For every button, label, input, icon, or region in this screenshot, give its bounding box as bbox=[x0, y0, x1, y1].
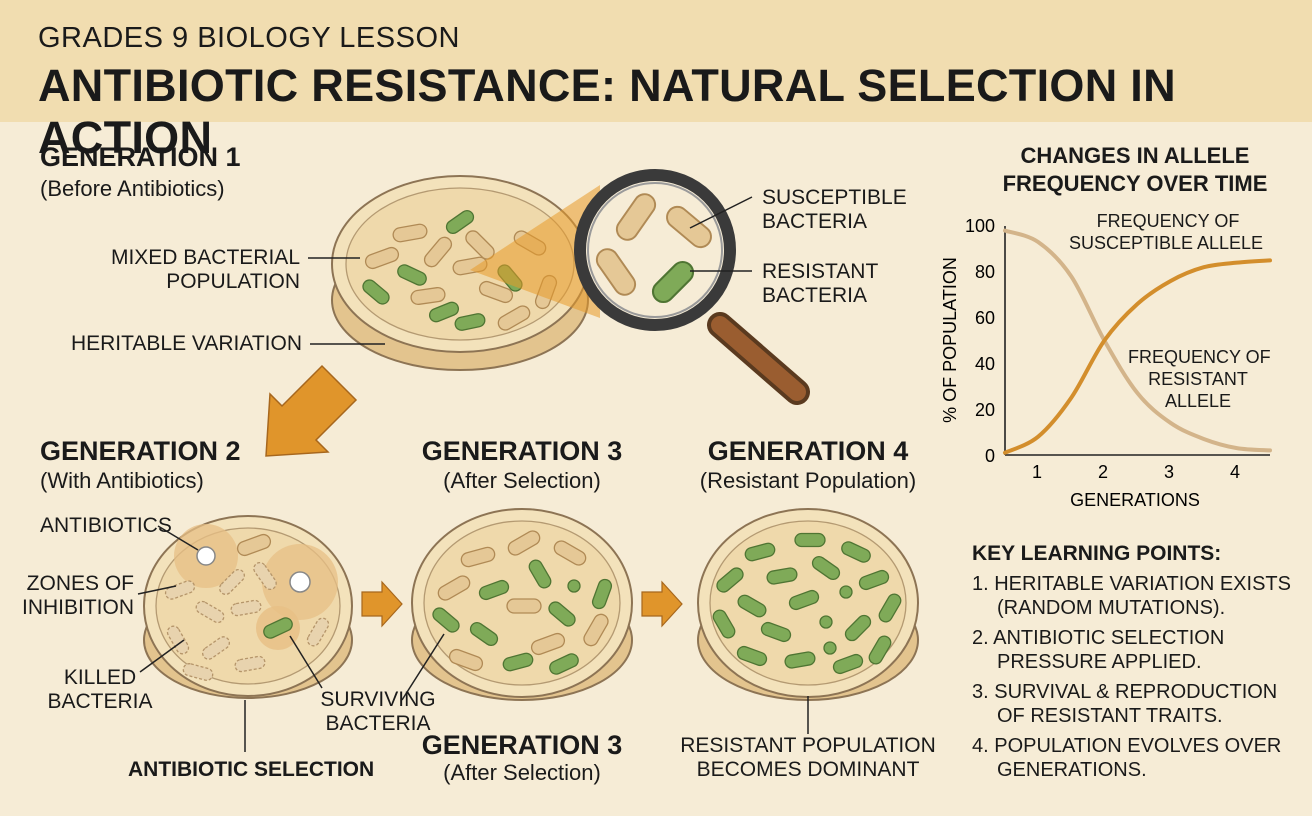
petri-dish-generation-4 bbox=[697, 508, 919, 701]
y-tick-label: 0 bbox=[985, 446, 995, 466]
key-point-4-line-1: 4. POPULATION EVOLVES OVER bbox=[972, 735, 1282, 757]
dominant-label-2: BECOMES DOMINANT bbox=[696, 758, 920, 781]
petri-dish-generation-2 bbox=[143, 515, 353, 699]
generation-3-subtitle: (After Selection) bbox=[443, 468, 601, 493]
antibiotic-disc-icon bbox=[289, 571, 311, 593]
generation-4-subtitle: (Resistant Population) bbox=[699, 468, 917, 493]
chart-title-line-1: CHANGES IN ALLELE bbox=[1020, 143, 1250, 168]
y-tick-label: 20 bbox=[975, 400, 995, 420]
generation-3-title-bottom: GENERATION 3 bbox=[421, 730, 623, 760]
arrow-icon bbox=[641, 580, 683, 628]
mixed-population-label-1: MIXED BACTERIAL bbox=[110, 246, 300, 269]
arrow-icon bbox=[265, 364, 358, 457]
key-point-2-line-1: 2. ANTIBIOTIC SELECTION bbox=[972, 627, 1225, 649]
surviving-bacteria-label-2: BACTERIA bbox=[325, 712, 431, 735]
mixed-population-label-2: POPULATION bbox=[166, 270, 300, 293]
killed-bacteria-label-1: KILLED bbox=[63, 666, 137, 689]
header-banner bbox=[0, 0, 1312, 122]
x-tick-label: 3 bbox=[1164, 462, 1174, 482]
killed-bacteria-label-2: BACTERIA bbox=[47, 690, 153, 713]
key-point-4-line-2: GENERATIONS. bbox=[997, 759, 1147, 781]
generation-3-subtitle-bottom: (After Selection) bbox=[443, 760, 601, 785]
page-title: ANTIBIOTIC RESISTANCE: NATURAL SELECTION… bbox=[38, 60, 1176, 163]
generation-3-title: GENERATION 3 bbox=[421, 436, 623, 466]
resistant-allele-line bbox=[1003, 258, 1272, 455]
y-tick-label: 60 bbox=[975, 308, 995, 328]
allele-frequency-chart: 0 20 40 60 80 100 1 2 3 4 GENERATIONS % … bbox=[940, 216, 1272, 510]
resistant-series-label-1: FREQUENCY OF bbox=[1128, 347, 1271, 367]
x-axis-label: GENERATIONS bbox=[1070, 490, 1200, 510]
y-axis-label: % OF POPULATION bbox=[940, 257, 960, 423]
magnifier-icon bbox=[470, 169, 810, 405]
antibiotic-disc-icon bbox=[196, 546, 216, 566]
key-point-1-line-1: 1. HERITABLE VARIATION EXISTS bbox=[972, 573, 1291, 595]
susceptible-series-label-2: SUSCEPTIBLE ALLELE bbox=[1068, 233, 1264, 253]
petri-dish-generation-3 bbox=[411, 508, 633, 701]
key-point-3-line-1: 3. SURVIVAL & REPRODUCTION bbox=[972, 681, 1278, 703]
lesson-subtitle: GRADES 9 BIOLOGY LESSON bbox=[38, 22, 460, 54]
y-tick-label: 80 bbox=[975, 262, 995, 282]
resistant-bacteria-label-1: RESISTANT bbox=[762, 260, 879, 283]
resistant-series-label-2: RESISTANT bbox=[1148, 369, 1248, 389]
zones-label-1: ZONES OF bbox=[26, 572, 134, 595]
susceptible-series-label-1: FREQUENCY OF bbox=[1096, 211, 1240, 231]
key-point-1-line-2: (RANDOM MUTATIONS). bbox=[997, 597, 1226, 619]
generation-4-title: GENERATION 4 bbox=[707, 436, 909, 466]
heritable-variation-label: HERITABLE VARIATION bbox=[70, 332, 302, 355]
surviving-bacteria-label-1: SURVIVING bbox=[320, 688, 436, 711]
antibiotics-label: ANTIBIOTICS bbox=[40, 514, 172, 537]
x-tick-label: 1 bbox=[1032, 462, 1042, 482]
antibiotic-selection-label: ANTIBIOTIC SELECTION bbox=[128, 758, 375, 781]
susceptible-allele-line bbox=[1003, 228, 1272, 453]
generation-2-subtitle: (With Antibiotics) bbox=[40, 468, 204, 493]
key-point-2-line-2: PRESSURE APPLIED. bbox=[997, 651, 1202, 673]
resistant-series-label-3: ALLELE bbox=[1164, 391, 1232, 411]
generation-2-title: GENERATION 2 bbox=[40, 436, 241, 466]
susceptible-bacteria-label-2: BACTERIA bbox=[762, 210, 868, 233]
generation-1-subtitle: (Before Antibiotics) bbox=[40, 176, 225, 201]
y-tick-label: 100 bbox=[965, 216, 995, 236]
dominant-label-1: RESISTANT POPULATION bbox=[680, 734, 936, 757]
chart-title-line-2: FREQUENCY OVER TIME bbox=[1002, 171, 1268, 196]
key-points-title: KEY LEARNING POINTS: bbox=[972, 542, 1222, 565]
arrow-icon bbox=[361, 580, 403, 628]
y-tick-label: 40 bbox=[975, 354, 995, 374]
resistant-bacteria-label-2: BACTERIA bbox=[762, 284, 868, 307]
generation-1-title: GENERATION 1 bbox=[40, 142, 241, 172]
key-point-3-line-2: OF RESISTANT TRAITS. bbox=[997, 705, 1223, 727]
x-tick-label: 4 bbox=[1230, 462, 1240, 482]
x-tick-label: 2 bbox=[1098, 462, 1108, 482]
susceptible-bacteria-label-1: SUSCEPTIBLE bbox=[762, 186, 907, 209]
zones-label-2: INHIBITION bbox=[21, 596, 134, 619]
